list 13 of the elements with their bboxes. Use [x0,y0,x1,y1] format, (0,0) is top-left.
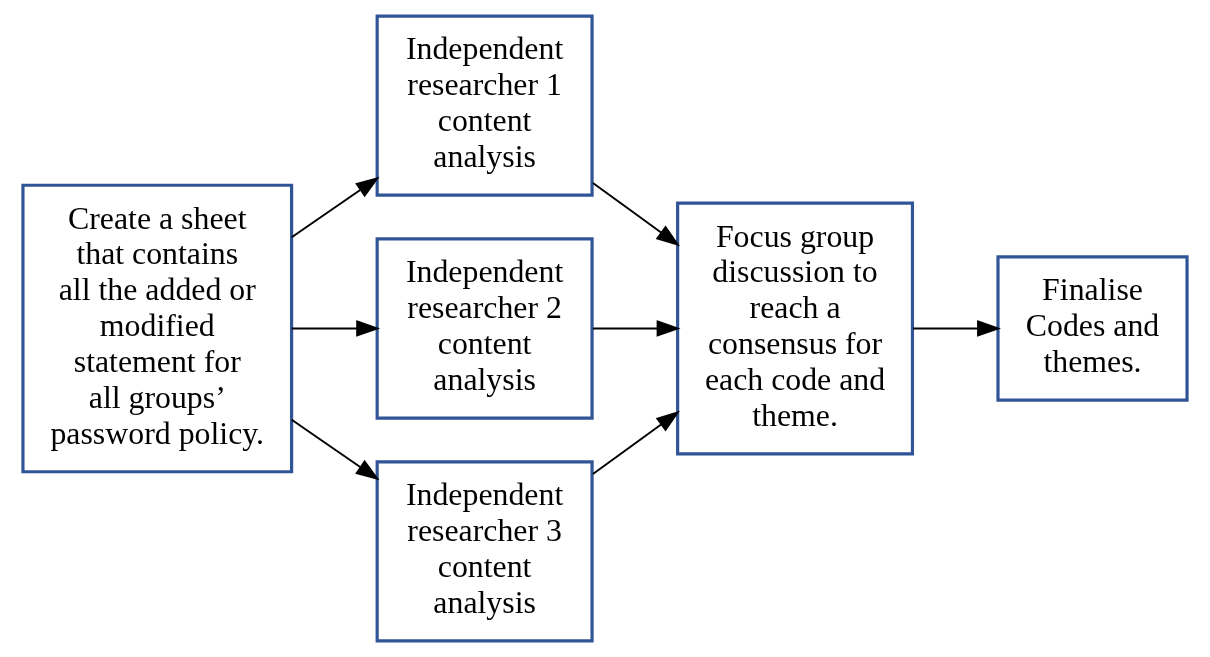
arrow [591,320,681,337]
arrow [290,418,380,481]
node-box: Finalise Codes and themes. [996,255,1189,402]
node-box: Independent researcher 1 content analysis [375,14,594,197]
node-box: Independent researcher 2 content analysis [375,237,594,420]
node-box: Independent researcher 3 content analysis [375,460,594,643]
node-box: Create a sheet that contains all the added or modified statement for all groups’ password policy. [21,183,294,474]
arrow [290,320,381,337]
arrow [591,410,680,476]
arrow [912,320,1001,337]
node-box: Focus group discussion to reach a consensus for each code and theme. [676,201,915,456]
arrow [290,176,380,239]
arrow [591,181,680,247]
